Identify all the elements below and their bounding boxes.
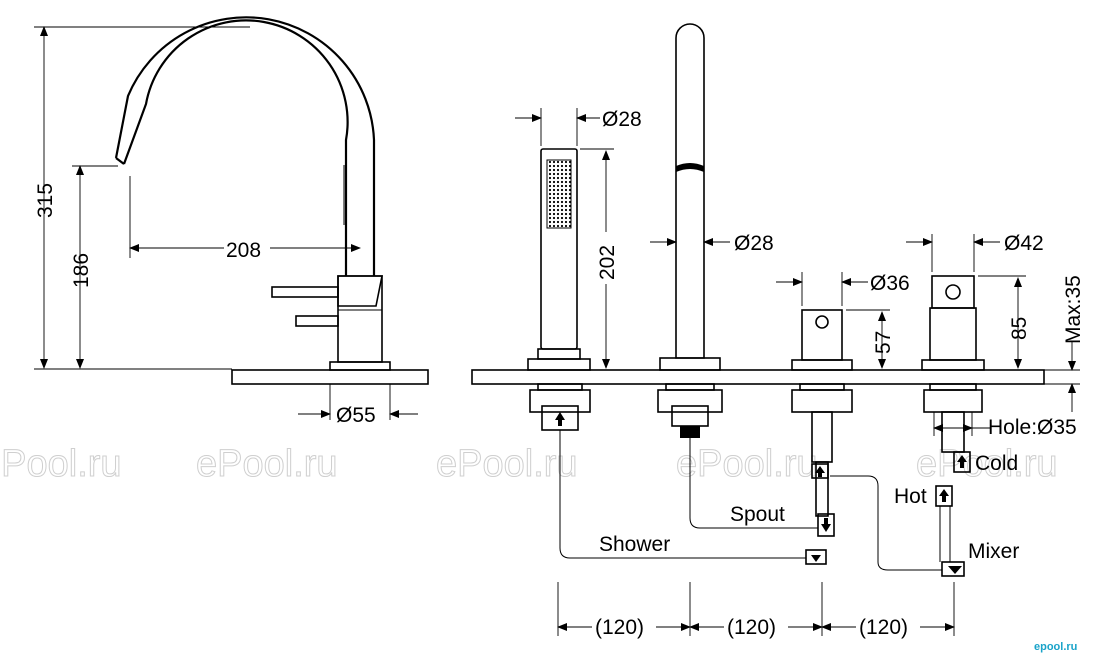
watermark-text: ePool.ru — [196, 443, 338, 485]
inlet-connector — [811, 463, 829, 479]
mixer-hose — [830, 475, 942, 571]
diverter-valve — [791, 309, 853, 565]
valve-base — [791, 359, 853, 371]
bath-spout — [657, 23, 723, 438]
nut — [537, 383, 583, 391]
handset-base — [527, 358, 591, 371]
dim-spout-diameter-label: Ø28 — [734, 232, 774, 255]
shower-handset — [527, 148, 591, 431]
shower-hose — [559, 430, 806, 559]
deck-section-right — [471, 369, 1045, 385]
dim-spacing-1-label: (120) — [595, 616, 644, 639]
watermark-text: ePool.ru — [916, 443, 1058, 485]
nut — [929, 383, 977, 391]
dim-57-label: 57 — [872, 331, 895, 354]
valve-indicator — [815, 315, 829, 329]
spout-base — [659, 357, 721, 371]
watermark-text: ePool.ru — [676, 443, 818, 485]
spout-outlet-connector — [817, 513, 835, 537]
dim-shower-diameter-label: Ø28 — [602, 108, 642, 131]
flow-arrow-icon — [821, 518, 831, 532]
mixer-handle — [931, 275, 975, 309]
front-view: Max:35 Ø28 202 — [471, 23, 1085, 640]
mixer-valve — [921, 275, 985, 577]
handset-holder — [537, 348, 581, 360]
mount-bracket — [791, 389, 853, 413]
label-mixer: Mixer — [968, 540, 1019, 563]
corner-brand-text: epool.ru — [1034, 641, 1077, 653]
label-spout: Spout — [730, 503, 785, 526]
flow-arrow-icon — [948, 566, 962, 574]
dim-mixer-diameter-label: Ø42 — [1004, 232, 1044, 255]
handset-spray-face — [546, 159, 572, 229]
dim-max35-label: Max:35 — [1062, 275, 1085, 344]
label-bg — [596, 232, 618, 284]
label-hot: Hot — [894, 485, 927, 508]
spout-inlet — [680, 426, 700, 438]
mixer-indicator — [945, 284, 961, 300]
mixer-shank — [941, 411, 965, 453]
dim-85-label: 85 — [1008, 317, 1031, 340]
dim-315-label: 315 — [34, 183, 57, 218]
lower-handle — [295, 315, 339, 327]
dim-202-label: 202 — [596, 245, 619, 280]
spout-connector — [671, 405, 709, 427]
mount-bracket — [529, 389, 591, 413]
mount-bracket — [657, 389, 723, 413]
hot-inlet — [935, 485, 953, 507]
lever-handle — [271, 286, 339, 298]
label-cold: Cold — [975, 452, 1018, 475]
cold-inlet — [953, 451, 971, 473]
watermark-text: ePool.ru — [0, 443, 122, 485]
lever-housing — [337, 275, 383, 307]
label-bg — [592, 614, 656, 640]
flow-arrow-icon — [555, 412, 565, 426]
flow-arrow-icon — [811, 555, 821, 562]
mixer-base — [921, 359, 985, 371]
label-bg — [224, 236, 270, 260]
spout-outer — [122, 19, 349, 276]
dim-spacing-2-label: (120) — [727, 616, 776, 639]
label-bg — [724, 614, 788, 640]
mixer-outlet — [941, 561, 965, 577]
dim-valve-diameter-label: Ø36 — [870, 272, 910, 295]
side-view: 315 186 208 Ø55 — [34, 16, 429, 427]
spout-inner — [114, 16, 376, 276]
spout-tube — [675, 23, 705, 359]
spout-hose — [689, 438, 818, 529]
mount-bracket — [923, 389, 983, 413]
valve-body — [801, 309, 843, 361]
label-bg — [856, 614, 920, 640]
spout-outlet — [676, 163, 704, 172]
label-shower: Shower — [599, 533, 670, 556]
dim-186-label: 186 — [70, 253, 93, 288]
mixer-body — [929, 307, 977, 361]
flow-arrow-icon — [815, 466, 825, 477]
mixer-body — [337, 275, 383, 363]
dim-hole-label: Hole:Ø35 — [988, 416, 1077, 439]
flow-arrow-icon — [957, 455, 967, 468]
dim-55-label: Ø55 — [336, 404, 376, 427]
nut — [799, 383, 845, 391]
nut — [665, 383, 715, 391]
spout-tip — [115, 157, 125, 165]
flow-arrow-icon — [939, 489, 949, 502]
valve-pipe — [815, 461, 829, 517]
deck-section-left — [231, 369, 429, 385]
dim-spacing-3-label: (120) — [859, 616, 908, 639]
shower-outlet-connector — [805, 549, 827, 565]
base-plate — [329, 361, 391, 371]
watermark-group: ePool.ru ePool.ru ePool.ru ePool.ru ePoo… — [0, 443, 1058, 486]
watermark-text: ePool.ru — [436, 443, 578, 485]
dim-208-label: 208 — [226, 239, 261, 262]
